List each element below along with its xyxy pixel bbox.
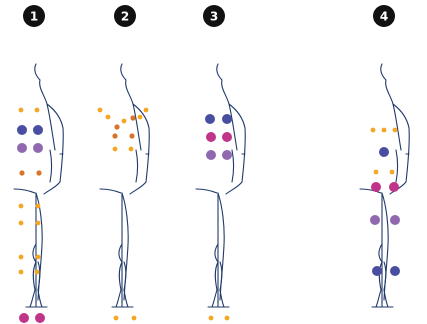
orange-small-point [19, 221, 24, 226]
magenta-point [35, 313, 45, 323]
orange-small-point [36, 255, 41, 260]
orange-small-point [114, 316, 119, 321]
orange-small-point [138, 115, 143, 120]
orange-small-point [36, 204, 41, 209]
orange-dark-point [19, 170, 24, 175]
orange-small-point [19, 108, 24, 113]
orange-small-point [209, 316, 214, 321]
orange-dark-point [114, 124, 119, 129]
orange-small-point [382, 128, 387, 133]
magenta-point [389, 182, 399, 192]
figure-2: 2 [98, 5, 150, 320]
figure-1: 1 [14, 5, 63, 323]
orange-small-point [36, 221, 41, 226]
body-outline [196, 64, 245, 307]
figure-number-badge: 2 [114, 5, 136, 27]
orange-small-point [122, 119, 127, 124]
magenta-point [206, 132, 216, 142]
svg-text:2: 2 [121, 10, 129, 24]
orange-small-point [132, 316, 137, 321]
purple-light-point [370, 215, 380, 225]
figure-number-badge: 1 [23, 5, 45, 27]
blue-point [372, 266, 382, 276]
orange-small-point [144, 108, 149, 113]
body-outline [100, 64, 149, 307]
figure-number-badge: 3 [203, 5, 225, 27]
orange-small-point [390, 170, 395, 175]
blue-point [390, 266, 400, 276]
svg-text:1: 1 [30, 10, 38, 24]
purple-light-point [33, 143, 43, 153]
orange-small-point [113, 147, 118, 152]
orange-dark-point [36, 170, 41, 175]
orange-small-point [371, 128, 376, 133]
orange-small-point [129, 147, 134, 152]
orange-small-point [19, 204, 24, 209]
magenta-point [222, 132, 232, 142]
figure-3: 3 [196, 5, 245, 320]
orange-small-point [374, 170, 379, 175]
svg-text:4: 4 [380, 10, 388, 24]
purple-light-point [222, 150, 232, 160]
figure-number-badge: 4 [373, 5, 395, 27]
orange-small-point [35, 108, 40, 113]
orange-small-point [98, 108, 103, 113]
blue-point [379, 147, 389, 157]
orange-small-point [19, 270, 24, 275]
svg-text:3: 3 [210, 10, 218, 24]
points [98, 108, 149, 321]
orange-dark-point [129, 133, 134, 138]
blue-point [205, 114, 215, 124]
orange-dark-point [112, 133, 117, 138]
magenta-point [19, 313, 29, 323]
blue-point [33, 125, 43, 135]
purple-light-point [17, 143, 27, 153]
purple-light-point [206, 150, 216, 160]
orange-small-point [225, 316, 230, 321]
purple-light-point [390, 215, 400, 225]
magenta-point [371, 182, 381, 192]
blue-point [17, 125, 27, 135]
orange-dark-point [130, 115, 135, 120]
body-outline [360, 64, 409, 307]
orange-small-point [393, 128, 398, 133]
orange-small-point [19, 255, 24, 260]
figure-4: 4 [360, 5, 409, 307]
orange-small-point [106, 115, 111, 120]
orange-small-point [35, 270, 40, 275]
blue-point [222, 114, 232, 124]
